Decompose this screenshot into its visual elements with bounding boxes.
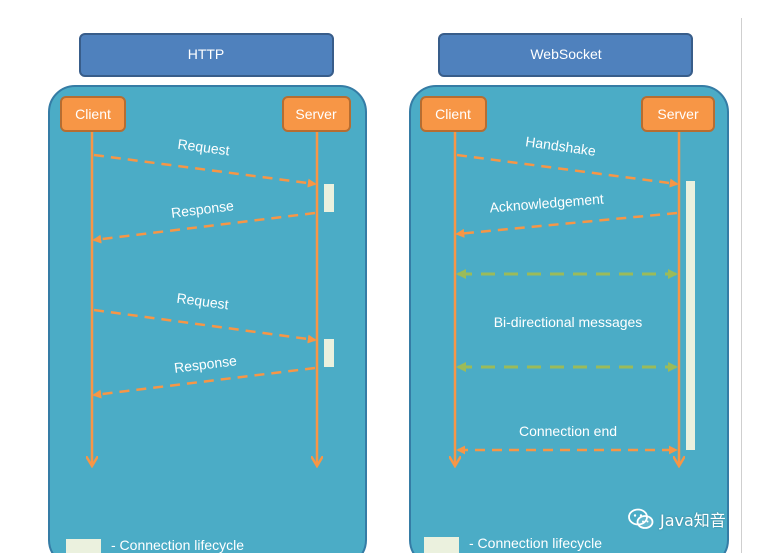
websocket-server-node <box>641 96 715 132</box>
http-server-label: Server <box>295 106 337 122</box>
http-request-label-1: Request <box>177 136 231 159</box>
websocket-bidirectional-label: Bi-directional messages <box>494 314 643 330</box>
http-request-label-2: Request <box>176 290 230 313</box>
watermark-text: Java知音 <box>660 511 726 530</box>
websocket-client-label: Client <box>435 106 471 122</box>
http-client-node <box>60 96 126 132</box>
http-response-label-2: Response <box>173 352 238 376</box>
http-diagram: HTTP Request Response Request Response C… <box>48 33 367 558</box>
websocket-panel <box>409 85 729 558</box>
websocket-header <box>438 33 693 77</box>
http-lifecycle-bar-1 <box>324 184 334 212</box>
http-client-label: Client <box>75 106 111 122</box>
websocket-legend-label: - Connection lifecycle <box>469 535 602 551</box>
watermark: Java知音 <box>628 505 726 533</box>
http-request-arrow-2 <box>93 308 317 344</box>
http-response-arrow-1 <box>92 211 316 244</box>
http-request-arrow-1 <box>93 153 317 188</box>
websocket-title: WebSocket <box>530 46 601 62</box>
websocket-handshake-arrow <box>456 153 679 188</box>
websocket-lifecycle-bar <box>686 181 695 450</box>
websocket-diagram: WebSocket Handshake Acknowledgement Bi-d… <box>409 33 729 558</box>
websocket-client-node <box>420 96 487 132</box>
http-lifecycle-bar-2 <box>324 339 334 367</box>
http-response-arrow-2 <box>92 366 316 399</box>
websocket-legend-swatch <box>424 537 459 553</box>
http-title: HTTP <box>188 46 225 62</box>
wechat-logo-icon <box>628 508 654 529</box>
http-header <box>79 33 334 77</box>
websocket-server-label: Server <box>657 106 699 122</box>
http-panel <box>48 85 367 558</box>
http-server-node <box>282 96 351 132</box>
http-legend-swatch <box>66 539 101 555</box>
websocket-connection-end-label: Connection end <box>519 423 617 439</box>
websocket-acknowledgement-arrow <box>455 211 678 238</box>
http-legend-label: - Connection lifecycle <box>111 537 244 553</box>
page-edge-divider <box>741 18 742 553</box>
http-response-label-1: Response <box>170 197 235 221</box>
